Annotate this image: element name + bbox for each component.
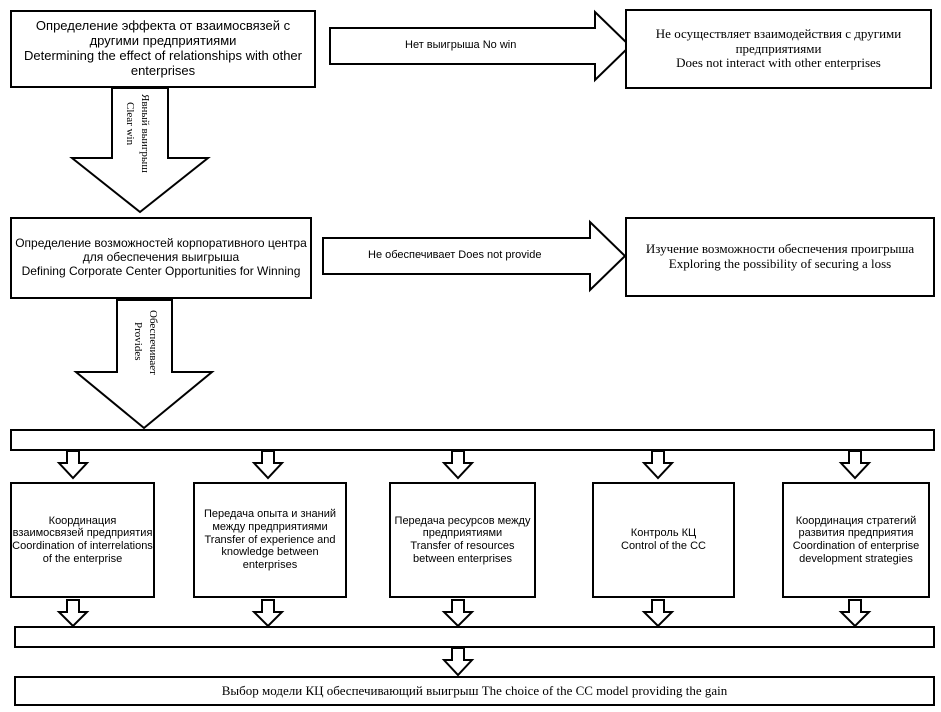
function-label-ru: Контроль КЦ [630,527,697,540]
function-label-en: Transfer of experience and knowledge bet… [204,533,336,571]
arrow-no-win-label: Нет выигрыша No win [405,39,517,51]
effect-determination-box: Определение эффекта от взаимосвязей с др… [10,10,316,88]
arrow-clear-win-label-ru: Явный выигрыш [139,94,152,173]
arrow-from-func-3 [441,599,475,628]
arrow-provides [73,299,215,430]
aggregation-bar [14,626,935,648]
no-interaction-ru: Не осуществляет взаимодействия с другими… [655,25,902,56]
arrow-provides-label-en: Provides [132,322,145,361]
result-label: Выбор модели КЦ обеспечивающий выигрыш T… [221,682,728,698]
function-label-ru: Передача опыта и знаний между предприяти… [203,508,337,534]
effect-determination-en: Determining the effect of relationships … [24,48,302,78]
arrow-to-func-5 [838,450,872,480]
function-label-ru: Координация стратегий развития предприят… [795,514,917,540]
arrow-to-func-2 [251,450,285,480]
arrow-to-result [441,647,475,677]
arrow-clear-win-label-en: Clear win [124,102,137,146]
loss-exploration-ru: Изучение возможности обеспечения проигры… [645,241,915,257]
effect-determination-ru: Определение эффекта от взаимосвязей с др… [35,18,291,49]
function-label-en: Transfer of resources between enterprise… [410,540,515,565]
function-label-ru: Координация взаимосвязей предприятия [12,514,153,540]
function-box-strategy-coordination: Координация стратегий развития предприят… [782,482,930,598]
arrow-provides-label-ru: Обеспечивает [147,310,160,375]
function-label-en: Control of the CC [621,540,706,552]
function-box-cc-control: Контроль КЦ Control of the CC [592,482,735,598]
no-interaction-en: Does not interact with other enterprises [676,55,881,71]
arrow-does-not-provide-label: Не обеспечивает Does not provide [368,249,542,261]
arrow-does-not-provide [322,219,627,293]
result-box: Выбор модели КЦ обеспечивающий выигрыш T… [14,676,935,706]
no-interaction-box: Не осуществляет взаимодействия с другими… [625,9,932,89]
arrow-from-func-4 [641,599,675,628]
arrow-from-func-2 [251,599,285,628]
function-box-coordination: Координация взаимосвязей предприятия Coo… [10,482,155,598]
arrow-no-win [329,9,632,83]
cc-opportunities-en: Defining Corporate Center Opportunities … [21,263,301,278]
cc-opportunities-ru: Определение возможностей корпоративного … [15,236,307,265]
distribution-bar [10,429,935,451]
function-box-resource-transfer: Передача ресурсов между предприятиями Tr… [389,482,536,598]
loss-exploration-en: Exploring the possibility of securing a … [668,256,892,271]
arrow-from-func-1 [56,599,90,628]
arrow-from-func-5 [838,599,872,628]
function-label-en: Coordination of enterprise development s… [792,540,920,565]
function-label-ru: Передача ресурсов между предприятиями [394,514,531,540]
cc-opportunities-box: Определение возможностей корпоративного … [10,217,312,299]
arrow-clear-win [69,87,211,214]
arrow-to-func-4 [641,450,675,480]
function-box-knowledge-transfer: Передача опыта и знаний между предприяти… [193,482,347,598]
arrow-to-func-1 [56,450,90,480]
loss-exploration-box: Изучение возможности обеспечения проигры… [625,217,935,297]
arrow-to-func-3 [441,450,475,480]
function-label-en: Coordination of interrelations of the en… [12,540,153,565]
